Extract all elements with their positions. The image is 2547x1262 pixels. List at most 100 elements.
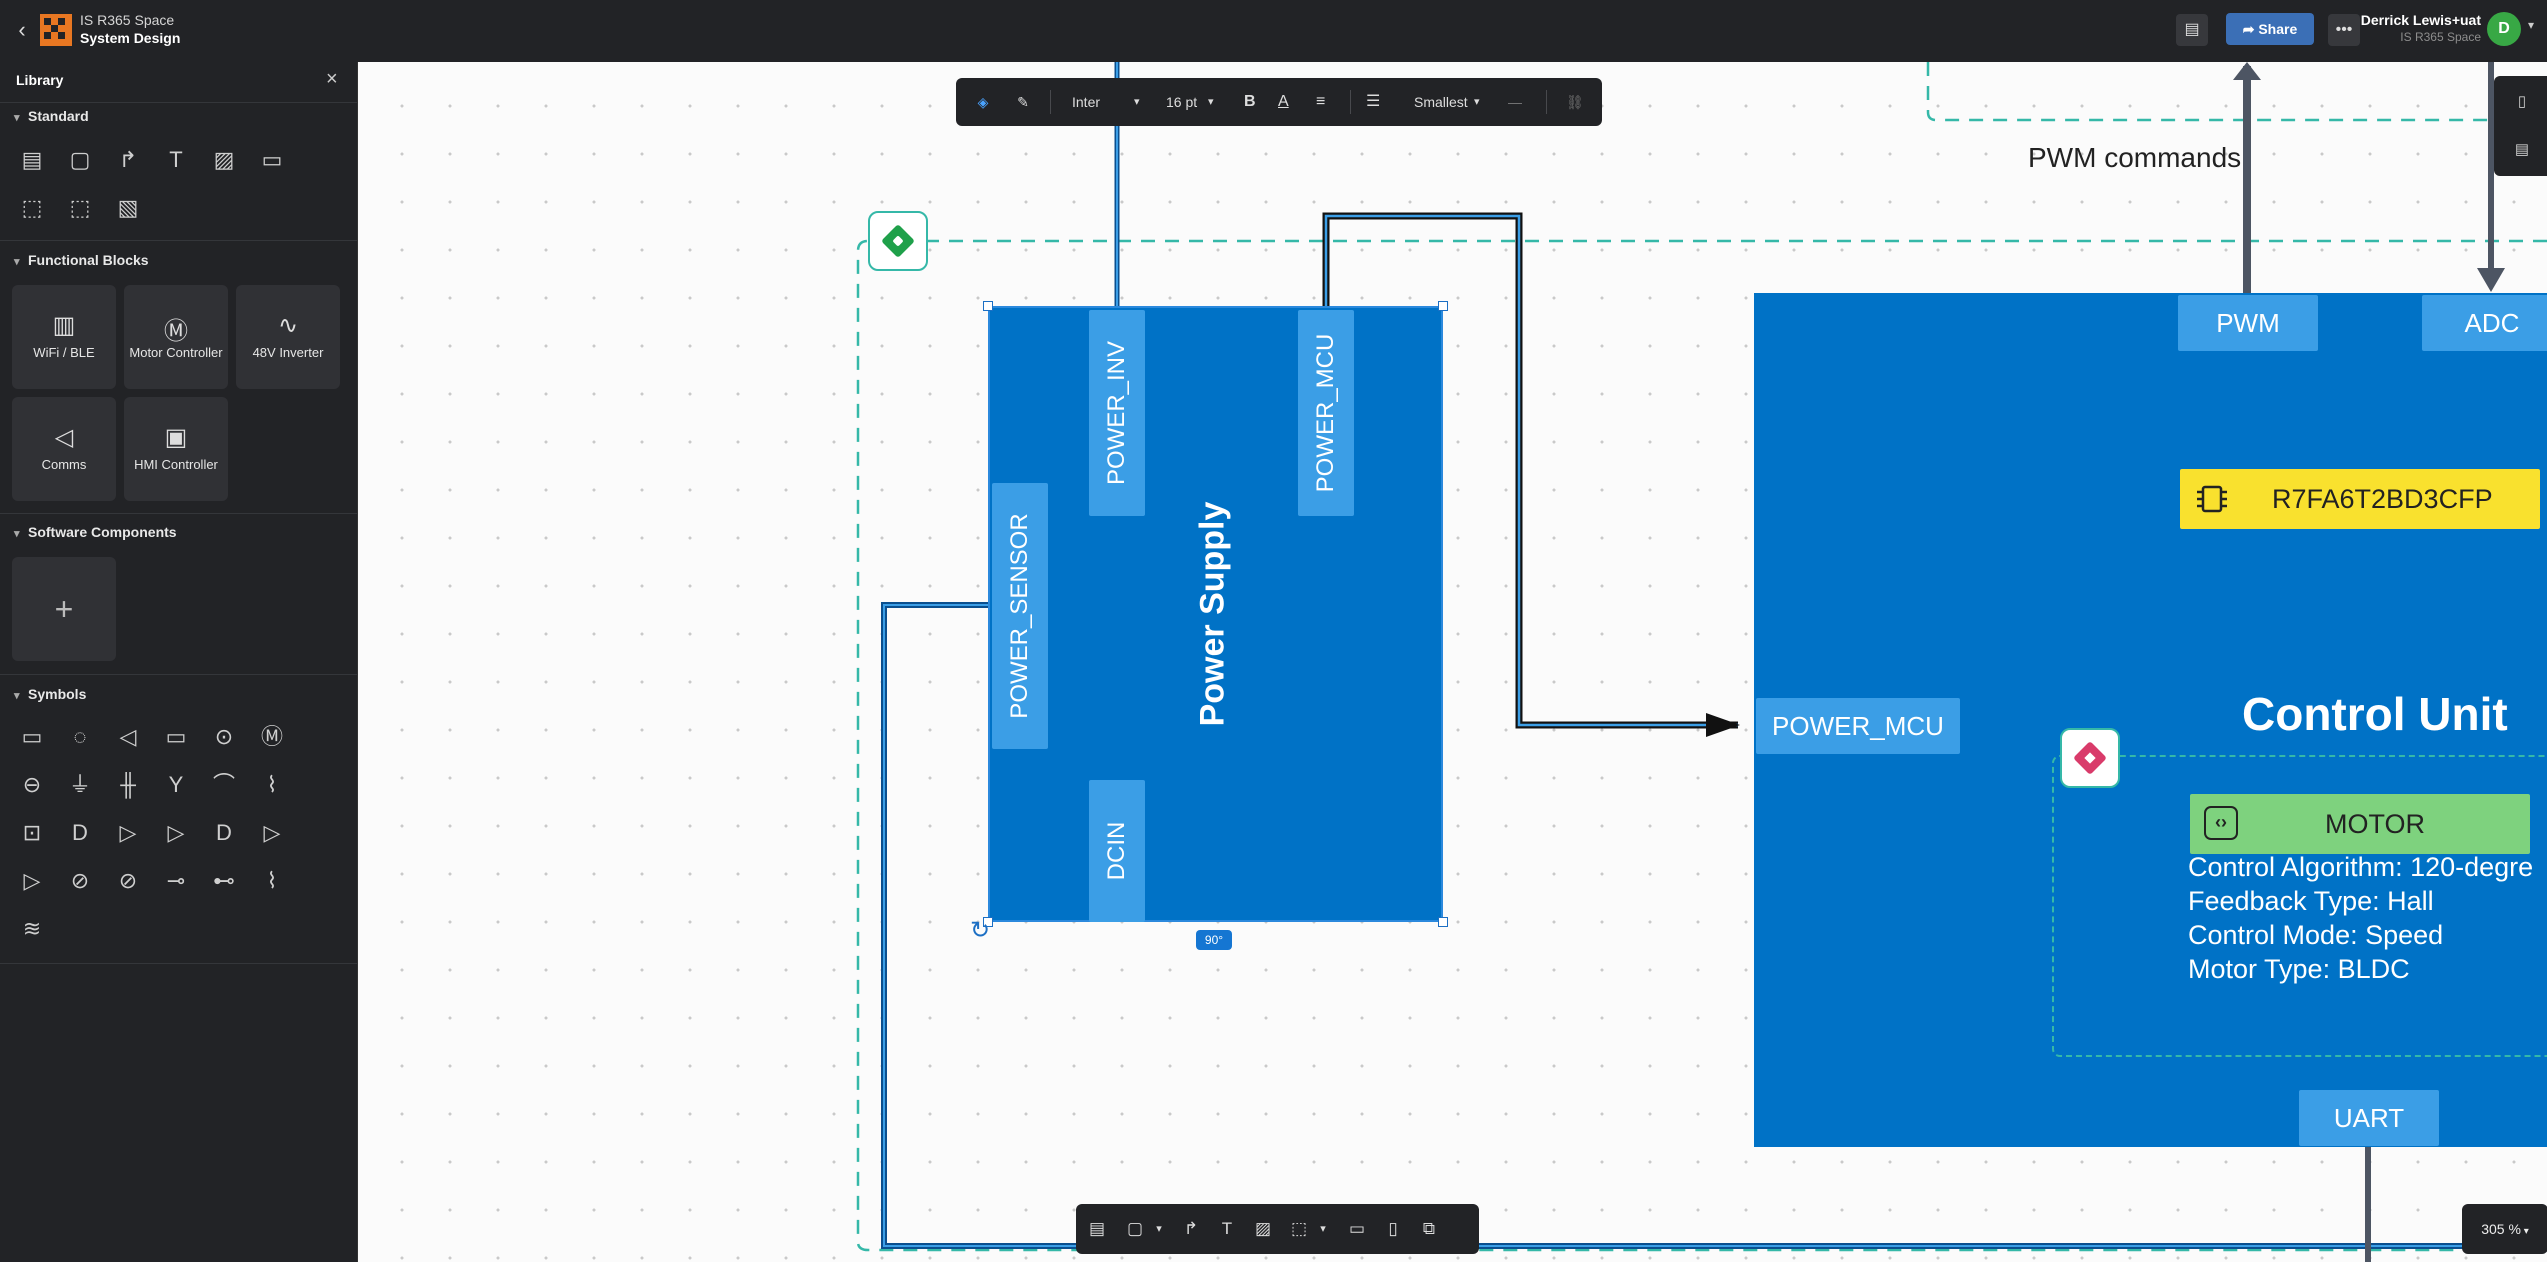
software-group-handle[interactable] bbox=[2060, 728, 2120, 788]
source-symbol-icon[interactable]: ⊖ bbox=[22, 772, 42, 797]
port-adc[interactable]: ADC bbox=[2422, 295, 2547, 351]
image-icon[interactable]: ▨ bbox=[213, 147, 235, 172]
ground-symbol-icon[interactable]: ⏚ bbox=[68, 772, 91, 797]
power-supply-block[interactable] bbox=[988, 306, 1443, 922]
comment-icon[interactable]: ▤ bbox=[2176, 14, 2208, 46]
nand-gate-symbol-icon[interactable]: D bbox=[216, 820, 232, 845]
line-dash-icon[interactable]: — bbox=[1508, 94, 1522, 110]
fuse-symbol-icon[interactable]: ⊷ bbox=[213, 868, 235, 893]
add-component-icon[interactable]: + bbox=[12, 557, 116, 661]
port-power-mcu[interactable]: POWER_MCU bbox=[1756, 698, 1960, 754]
block-wifi-ble[interactable]: ▥ WiFi / BLE bbox=[12, 285, 116, 389]
text-box-icon[interactable]: ▤ bbox=[21, 147, 43, 172]
port-power-mcu-supply[interactable]: POWER_MCU bbox=[1298, 310, 1354, 516]
port-power-sensor[interactable]: POWER_SENSOR bbox=[992, 483, 1048, 749]
block-comms[interactable]: ◁ Comms bbox=[12, 397, 116, 501]
antenna-symbol-icon[interactable]: Y bbox=[168, 772, 184, 797]
inductor-symbol-icon[interactable]: ⌒ bbox=[212, 772, 235, 797]
dashed-group-icon[interactable]: ⬚ bbox=[69, 195, 91, 220]
block-motor-controller[interactable]: Ⓜ Motor Controller bbox=[124, 285, 228, 389]
comments-icon[interactable]: ▤ bbox=[2514, 141, 2530, 158]
selection-handle-bl[interactable] bbox=[983, 917, 993, 927]
section-standard[interactable]: ▾Standard bbox=[14, 108, 89, 124]
block-hmi-controller[interactable]: ▣ HMI Controller bbox=[124, 397, 228, 501]
crystal-symbol-icon[interactable]: ⊡ bbox=[22, 820, 42, 845]
selection-handle-tr[interactable] bbox=[1438, 301, 1448, 311]
port-power-inv[interactable]: POWER_INV bbox=[1089, 310, 1145, 516]
rectangle-icon[interactable]: ▢ bbox=[69, 147, 91, 172]
connector-icon[interactable]: ↱ bbox=[118, 147, 138, 172]
port-dcin[interactable]: DCIN bbox=[1089, 780, 1145, 922]
image-tool-icon[interactable]: ▨ bbox=[1254, 1219, 1272, 1238]
port-uart[interactable]: UART bbox=[2299, 1090, 2439, 1146]
fill-color-icon[interactable]: ◈ bbox=[977, 94, 989, 110]
group-tool-icon[interactable]: ⬚ bbox=[1290, 1219, 1308, 1238]
chevron-down-icon[interactable]: ▾ bbox=[1320, 1223, 1326, 1235]
text-icon[interactable]: T bbox=[169, 147, 183, 172]
chevron-down-icon[interactable]: ▾ bbox=[1156, 1223, 1162, 1235]
ac-source-symbol-icon[interactable]: ⊙ bbox=[214, 724, 234, 749]
line-style-icon[interactable]: ☰ bbox=[1366, 93, 1381, 110]
dashed-rectangle-icon[interactable]: ⬚ bbox=[21, 195, 43, 220]
selection-handle-br[interactable] bbox=[1438, 917, 1448, 927]
link-icon[interactable]: ⛓ bbox=[1566, 94, 1584, 110]
motor-symbol-icon[interactable]: Ⓜ bbox=[260, 724, 283, 749]
section-software-components[interactable]: ▾Software Components bbox=[14, 524, 177, 540]
switch-symbol-icon[interactable]: ⊸ bbox=[166, 868, 186, 893]
section-symbols[interactable]: ▾Symbols bbox=[14, 686, 86, 702]
connector-tool-icon[interactable]: ↱ bbox=[1183, 1219, 1199, 1238]
share-button[interactable]: ➦ Share bbox=[2226, 13, 2314, 45]
lamp-symbol-icon[interactable]: ◌ bbox=[73, 724, 87, 749]
code-tool-icon[interactable]: ⧉ bbox=[1422, 1219, 1436, 1238]
triangle-symbol-icon[interactable]: ▷ bbox=[167, 820, 185, 845]
pen-icon[interactable]: ✎ bbox=[1017, 94, 1029, 110]
caret-down-icon[interactable]: ▾ bbox=[2528, 18, 2535, 32]
or-gate-symbol-icon[interactable]: ▷ bbox=[23, 868, 41, 893]
camera-symbol-icon[interactable]: ▭ bbox=[21, 724, 43, 749]
selection-handle-tl[interactable] bbox=[983, 301, 993, 311]
page-icon[interactable]: ▯ bbox=[2517, 93, 2527, 110]
font-size-select[interactable]: 16 pt bbox=[1166, 94, 1198, 110]
close-icon[interactable]: × bbox=[326, 68, 338, 90]
buffer-symbol-icon[interactable]: ▷ bbox=[119, 820, 137, 845]
chevron-down-icon[interactable]: ▾ bbox=[1474, 96, 1480, 108]
chevron-down-icon[interactable]: ▾ bbox=[1134, 96, 1140, 108]
inverter-symbol-icon[interactable]: ▷ bbox=[263, 820, 281, 845]
section-functional-blocks[interactable]: ▾Functional Blocks bbox=[14, 252, 149, 268]
font-family-select[interactable]: Inter bbox=[1072, 94, 1101, 110]
hatched-area-icon[interactable]: ▧ bbox=[117, 195, 139, 220]
block-48v-inverter[interactable]: ∿ 48V Inverter bbox=[236, 285, 340, 389]
display-symbol-icon[interactable]: ▭ bbox=[165, 724, 187, 749]
more-options-icon[interactable]: ••• bbox=[2328, 14, 2360, 46]
tag-shape-icon[interactable]: ▭ bbox=[261, 147, 283, 172]
tag-tool-icon[interactable]: ▭ bbox=[1348, 1219, 1366, 1238]
and-gate-symbol-icon[interactable]: D bbox=[72, 820, 88, 845]
signal-bars-icon: ▥ bbox=[52, 312, 76, 339]
toolbar-separator bbox=[1546, 90, 1547, 114]
chevron-down-icon[interactable]: ▾ bbox=[1208, 96, 1214, 108]
xor-gate-symbol-icon[interactable]: ⊘ bbox=[118, 868, 138, 893]
transformer-symbol-icon[interactable]: ≋ bbox=[22, 916, 42, 941]
avatar[interactable]: D bbox=[2487, 12, 2521, 46]
port-pwm[interactable]: PWM bbox=[2178, 295, 2318, 351]
speaker-symbol-icon[interactable]: ◁ bbox=[119, 724, 137, 749]
capacitor-symbol-icon[interactable]: ╫ bbox=[120, 772, 136, 797]
bold-icon[interactable]: B bbox=[1244, 93, 1256, 110]
nor-gate-symbol-icon[interactable]: ⊘ bbox=[70, 868, 90, 893]
text-box-tool-icon[interactable]: ▤ bbox=[1088, 1219, 1106, 1238]
rectangle-tool-icon[interactable]: ▢ bbox=[1126, 1219, 1144, 1238]
line-weight-select[interactable]: Smallest bbox=[1414, 94, 1468, 110]
resistor-symbol-icon[interactable]: ⌇ bbox=[266, 772, 278, 797]
rotate-handle-icon[interactable]: ↻ bbox=[970, 917, 991, 944]
back-chevron-icon[interactable]: ‹ bbox=[18, 17, 26, 42]
hardware-group-handle[interactable] bbox=[868, 211, 928, 271]
chip-tool-icon[interactable]: ▯ bbox=[1388, 1219, 1398, 1238]
mcu-chip[interactable]: R7FA6T2BD3CFP bbox=[2180, 469, 2540, 529]
align-icon[interactable]: ≡ bbox=[1316, 93, 1326, 110]
text-tool-icon[interactable]: T bbox=[1221, 1219, 1233, 1238]
text-color-icon[interactable]: A bbox=[1278, 93, 1289, 110]
zoom-control[interactable]: 305 % ▾ bbox=[2462, 1204, 2547, 1254]
software-component-motor[interactable]: ‹› MOTOR bbox=[2190, 794, 2530, 854]
variable-resistor-symbol-icon[interactable]: ⌇ bbox=[266, 868, 278, 893]
diagram-canvas[interactable]: PWM commands POWER_INV POWER_MCU POWER_S… bbox=[358, 62, 2547, 1262]
